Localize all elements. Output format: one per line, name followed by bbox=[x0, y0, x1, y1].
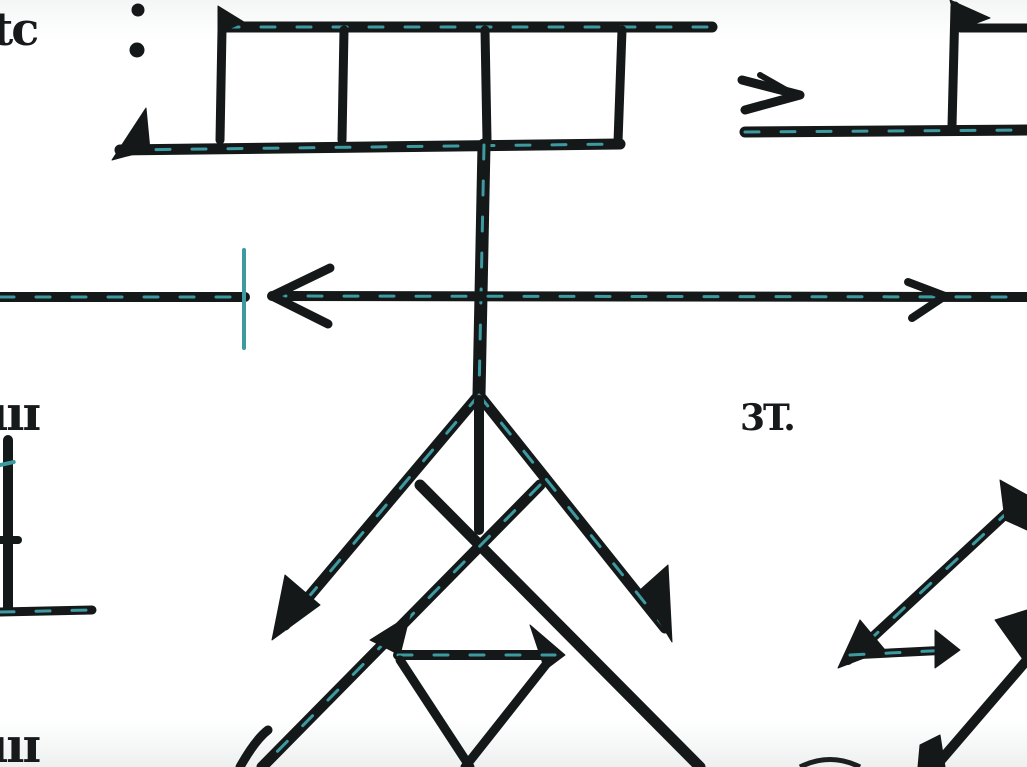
lattice-lower-left bbox=[395, 655, 475, 767]
colon-mark bbox=[129, 3, 145, 58]
branch-left-arrowhead bbox=[271, 574, 321, 641]
right-edge-arrowhead-bottom bbox=[994, 609, 1027, 666]
top-frame-post-4 bbox=[613, 25, 627, 147]
top-right-arrowhead bbox=[949, 0, 991, 31]
dimension-left-arrowhead bbox=[267, 263, 335, 329]
dimension-line bbox=[0, 248, 1027, 350]
lattice-lower-right bbox=[460, 657, 553, 767]
right-edge-arrowhead-top bbox=[999, 479, 1027, 531]
mid-right-label: 3T. bbox=[740, 397, 796, 439]
branch-lattice bbox=[256, 389, 706, 767]
top-frame-post-2 bbox=[337, 25, 349, 145]
cross-arrowhead-left bbox=[369, 614, 411, 656]
top-frame-upper-arrowhead bbox=[217, 5, 245, 35]
branch-right-arrowhead bbox=[639, 564, 673, 643]
dimension-right-arrowhead bbox=[904, 278, 949, 322]
cross-diagonal-1 bbox=[414, 479, 706, 767]
dimension-line-main bbox=[267, 291, 1027, 302]
top-frame-lower-arrowhead bbox=[111, 107, 151, 161]
bottom-arcs bbox=[235, 725, 862, 767]
mid-left-label: ııɪ bbox=[0, 386, 41, 442]
top-right-frame bbox=[737, 0, 1027, 138]
left-fragment bbox=[0, 435, 97, 617]
right-rail-arrowhead bbox=[934, 629, 961, 669]
right-lower-diagonal bbox=[930, 655, 1027, 767]
top-right-post bbox=[947, 1, 960, 131]
top-frame-post-3 bbox=[480, 25, 492, 145]
bottom-left-label: ııɪ bbox=[0, 718, 41, 767]
top-frame bbox=[111, 5, 718, 161]
top-left-label: tc bbox=[0, 2, 39, 56]
right-fragment bbox=[837, 479, 1027, 767]
top-frame-post-1 bbox=[215, 25, 227, 145]
top-right-chevron bbox=[737, 75, 805, 115]
central-stem bbox=[472, 138, 491, 402]
